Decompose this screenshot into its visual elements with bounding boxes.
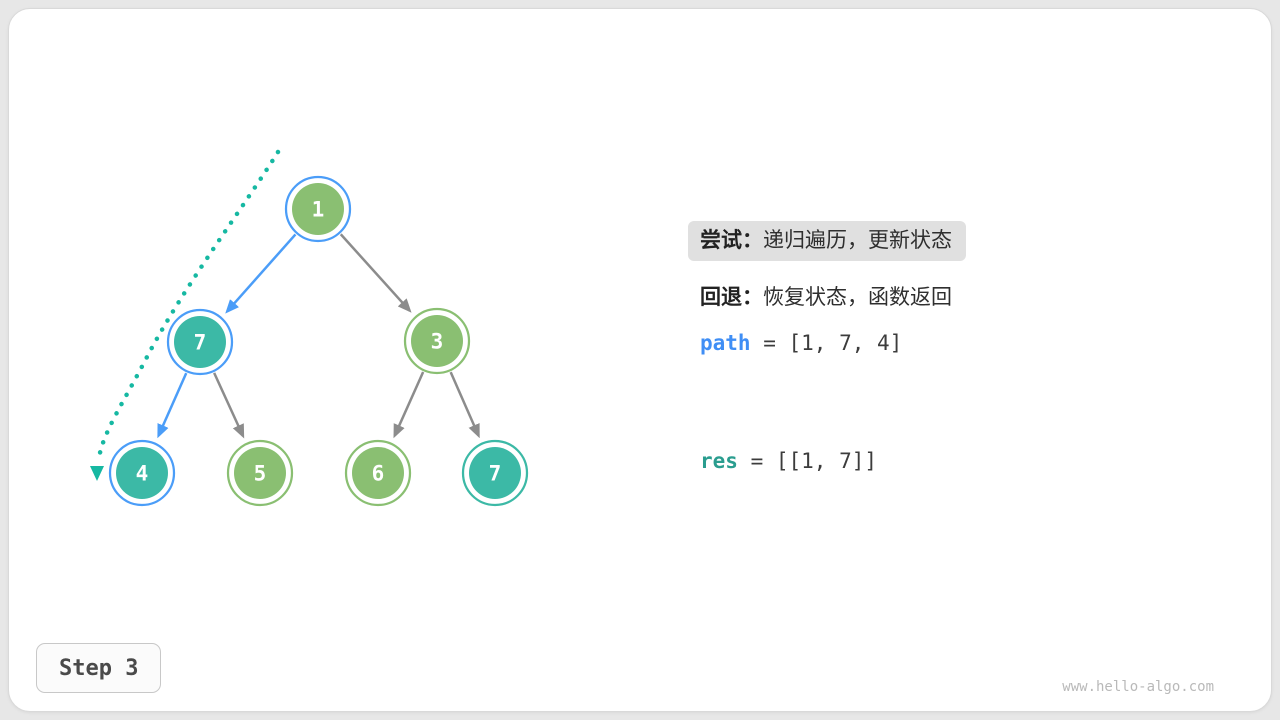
try-status-line: 尝试：递归遍历，更新状态	[688, 221, 966, 261]
try-label: 尝试：	[700, 228, 763, 252]
tree-edge	[225, 233, 297, 314]
back-text: 恢复状态，函数返回	[763, 285, 952, 309]
path-variable-line: path = [1, 7, 4]	[700, 333, 902, 354]
watermark-url: www.hello-algo.com	[1062, 679, 1214, 695]
path-variable-value: = [1, 7, 4]	[750, 331, 903, 355]
svg-text:4: 4	[136, 462, 149, 486]
tree-edge	[449, 371, 480, 439]
back-status-line: 回退：恢复状态，函数返回	[700, 287, 952, 308]
res-variable-value: = [[1, 7]]	[737, 449, 878, 473]
tree-edge	[339, 233, 412, 313]
svg-text:1: 1	[312, 198, 325, 222]
res-variable-name: res	[700, 449, 738, 473]
try-text: 递归遍历，更新状态	[763, 228, 952, 252]
tree-node-7: 7	[461, 439, 529, 507]
svg-text:5: 5	[254, 462, 267, 486]
svg-text:7: 7	[489, 462, 502, 486]
tree-node-4: 4	[108, 439, 176, 507]
path-variable-name: path	[700, 331, 751, 355]
traversal-arrowhead-icon	[90, 466, 104, 481]
step-indicator: Step 3	[36, 643, 162, 693]
tree-node-1: 1	[284, 175, 352, 243]
step-label: Step 3	[59, 655, 139, 681]
tree-edge	[393, 371, 425, 439]
res-variable-line: res = [[1, 7]]	[700, 451, 877, 472]
svg-text:6: 6	[372, 462, 385, 486]
svg-text:7: 7	[194, 331, 207, 355]
tree-node-3: 3	[403, 307, 471, 375]
tree-edge	[157, 372, 188, 439]
tree-node-5: 5	[226, 439, 294, 507]
back-label: 回退：	[700, 285, 763, 309]
tree-edge	[213, 372, 245, 439]
svg-text:3: 3	[431, 330, 444, 354]
tree-node-6: 6	[344, 439, 412, 507]
tree-node-7: 7	[166, 308, 234, 376]
traversal-path-dots	[96, 149, 281, 461]
